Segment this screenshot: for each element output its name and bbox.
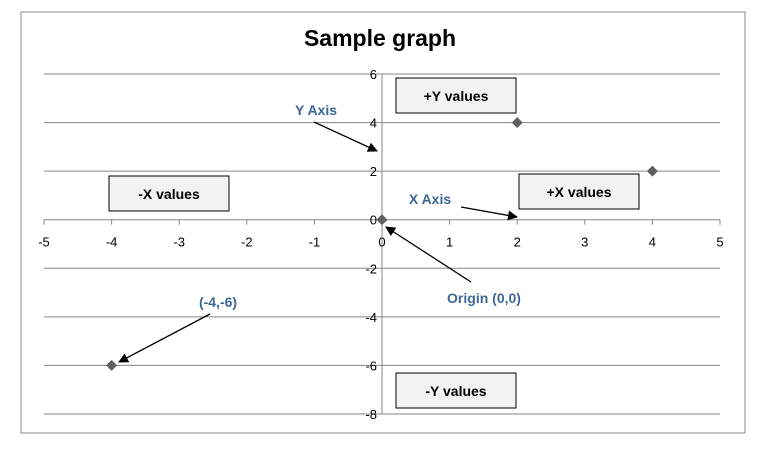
box-plus-y-label: +Y values [424,88,489,104]
annotation-origin: Origin (0,0) [447,290,521,306]
x-tick-label: 4 [649,235,656,250]
box-plus-x-label: +X values [547,184,612,200]
y-tick-label: -8 [365,407,377,422]
x-tick-label: -2 [241,235,253,250]
arrow-x-axis [460,206,518,221]
arrow-origin [385,226,472,283]
x-tick-label: -4 [106,235,118,250]
annotation-point-neg: (-4,-6) [199,294,237,310]
data-points [106,117,658,371]
annotation-y-axis: Y Axis [295,102,337,118]
x-tick-label: 5 [716,235,723,250]
arrow-y-axis [313,121,378,152]
y-tick-label: -4 [365,310,377,325]
data-point [106,359,118,371]
x-tick-label: 1 [446,235,453,250]
x-tick-label: -5 [38,235,50,250]
box-minus-x: -X values [108,175,230,212]
y-tick-label: -2 [365,261,377,276]
y-tick-label: 0 [370,213,377,228]
box-plus-x: +X values [518,173,640,210]
chart-title: Sample graph [304,25,456,51]
x-tick-label: 2 [514,235,521,250]
arrow-point-neg [118,313,211,363]
x-tick-label: -1 [309,235,321,250]
y-tick-label: 2 [370,164,377,179]
y-tick-label: 4 [370,116,377,131]
box-minus-x-label: -X values [138,186,200,202]
y-tick-label: -6 [365,358,377,373]
data-point [511,117,523,129]
x-tick-label: 3 [581,235,588,250]
box-plus-y: +Y values [395,77,517,114]
box-minus-y: -Y values [395,372,517,409]
data-point [646,165,658,177]
y-tick-label: 6 [370,67,377,82]
x-tick-label: 0 [378,235,385,250]
data-point [376,214,388,226]
box-minus-y-label: -Y values [425,383,486,399]
x-tick-label: -3 [173,235,185,250]
annotation-x-axis: X Axis [409,191,451,207]
